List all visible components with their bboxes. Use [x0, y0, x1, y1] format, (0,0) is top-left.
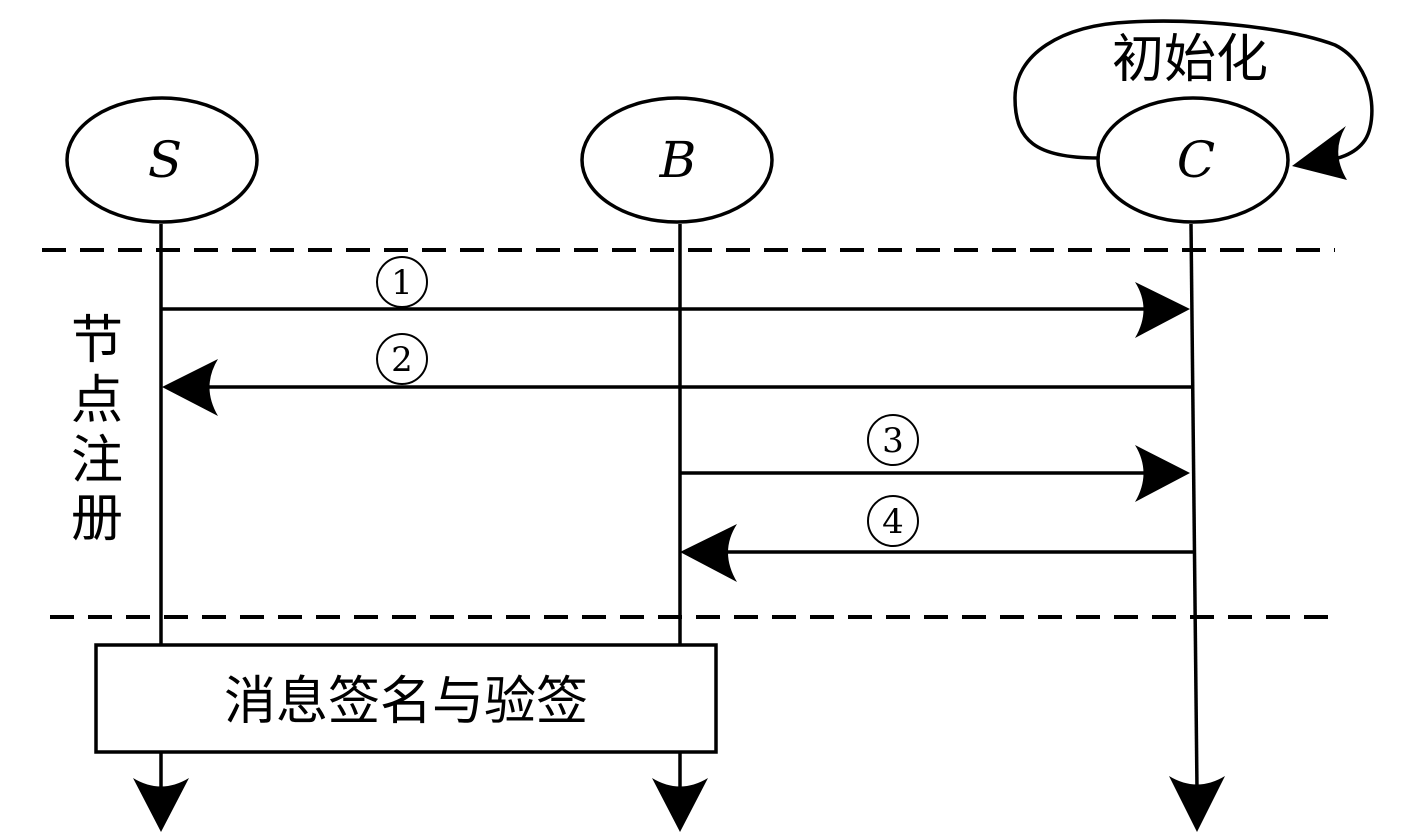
actor-s-label: S	[148, 131, 182, 189]
message-4-arrowhead	[680, 524, 737, 582]
init-loop	[1013, 19, 1374, 162]
message-3-arrowhead	[1135, 445, 1190, 502]
init-label: 初始化	[1112, 30, 1268, 90]
step-1-number: 1	[391, 263, 413, 303]
phase-char-3: 册	[71, 489, 123, 549]
signature-box-label: 消息签名与验签	[224, 672, 588, 732]
lifeline-c	[1189, 223, 1199, 791]
signature-box	[94, 643, 718, 754]
step-4-number: 4	[882, 502, 904, 542]
step-2-number: 2	[391, 340, 413, 380]
phase-char-1: 点	[71, 371, 123, 431]
phase-char-2: 注	[71, 431, 123, 491]
actor-b-label: B	[659, 131, 697, 189]
message-2-arrowhead	[162, 359, 218, 416]
actor-s	[65, 96, 259, 224]
step-3-marker: 3	[867, 414, 919, 466]
message-1-arrowhead	[1135, 282, 1190, 338]
actor-b	[580, 96, 774, 224]
phase-label: 节 点 注 册	[71, 311, 123, 549]
lifeline-s-arrowhead	[133, 778, 189, 832]
lifeline-c-arrowhead	[1169, 776, 1225, 832]
step-3-number: 3	[882, 421, 904, 461]
step-4-marker: 4	[867, 495, 919, 547]
phase-char-0: 节	[71, 311, 123, 371]
actor-c	[1096, 96, 1290, 224]
step-2-marker: 2	[376, 333, 428, 385]
lifeline-b-arrowhead	[652, 778, 708, 832]
step-1-marker: 1	[376, 256, 428, 308]
init-loop-arrowhead	[1292, 126, 1347, 180]
actor-c-label: C	[1177, 131, 1215, 189]
